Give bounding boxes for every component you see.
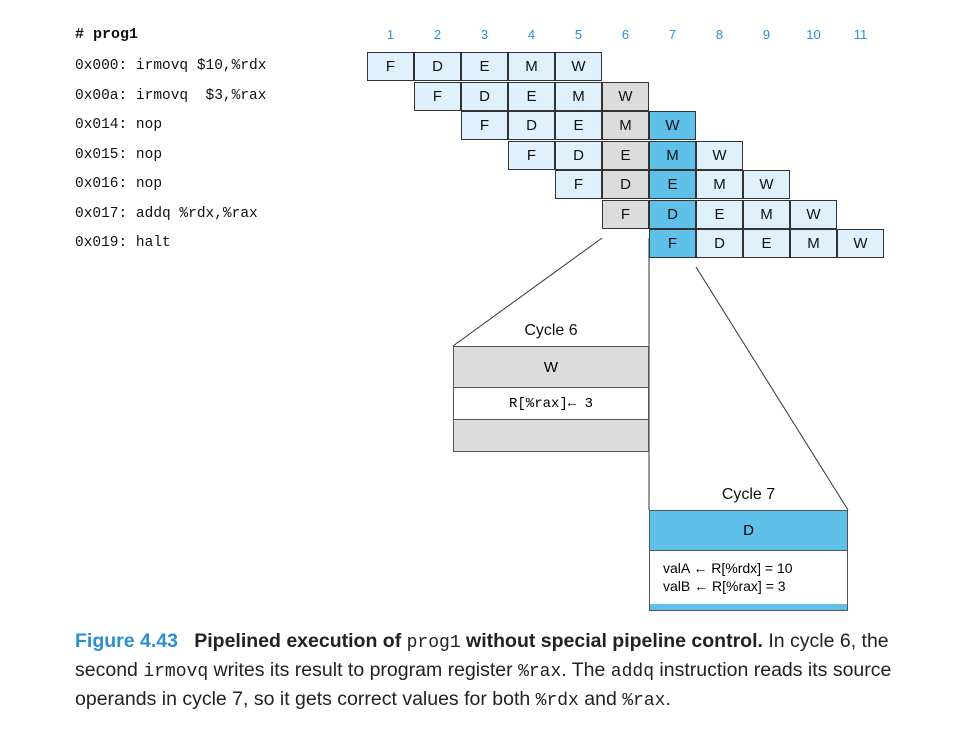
cycle6-title: Cycle 6 [524,322,578,339]
cycle-number: 4 [527,27,536,42]
cycle-number: 5 [574,27,583,42]
caption-code-e: %rax [622,691,666,711]
stage-cell-f: F [649,229,696,258]
stage-cell-w: W [555,52,602,81]
stage-cell-f: F [555,170,602,199]
stage-cell-e: E [649,170,696,199]
caption-text-e: and [578,688,623,710]
stage-cell-d: D [414,52,461,81]
program-line: 0x016: nop [75,176,163,192]
cycle6-stage-header: W [453,346,649,388]
program-line: 0x014: nop [75,117,163,133]
cycle7-stage-label: D [743,522,754,539]
caption-text-f: . [665,688,671,710]
cycle6-writeback-row: R[%rax]← 3 [453,387,649,420]
figure-caption: Figure 4.43 Pipelined execution of prog1… [75,628,905,715]
program-line: 0x019: halt [75,235,171,251]
cycle7-operand-box: valA ← R[%rdx] = 10 valB ← R[%rax] = 3 [649,550,848,605]
caption-label: Figure 4.43 [75,630,178,652]
caption-code-b: %rax [518,662,562,682]
cycle-number: 6 [621,27,630,42]
cycle-number: 7 [668,27,677,42]
cycle-number: 9 [762,27,771,42]
stage-cell-w: W [743,170,790,199]
stage-cell-d: D [649,199,696,229]
stage-cell-m: M [602,111,649,140]
cycle-number: 8 [715,27,724,42]
caption-title-code: prog1 [406,633,461,653]
cycle-number: 2 [433,27,442,42]
cycle7-vala-line: valA ← R[%rdx] = 10 [663,560,793,576]
cycle7-connector-right [695,266,849,511]
caption-code-d: %rdx [535,691,579,711]
caption-code-c: addq [610,662,655,682]
stage-cell-w: W [837,229,884,258]
stage-cell-m: M [743,199,790,229]
caption-text-c: . The [561,659,611,681]
stage-cell-f: F [461,111,508,140]
stage-cell-e: E [461,52,508,81]
stage-cell-d: D [555,140,602,170]
stage-cell-e: E [696,199,743,229]
program-title: # prog1 [75,26,139,43]
caption-text-d: instruction reads its source operands in… [75,659,892,710]
program-line: 0x017: addq %rdx,%rax [75,205,258,222]
cycle-number: 11 [853,27,868,42]
cycle6-empty-row [453,419,649,452]
stage-cell-e: E [602,140,649,170]
cycle-number: 10 [806,27,821,42]
stage-cell-d: D [508,111,555,140]
caption-text-b: writes its result to program register [208,659,519,681]
stage-cell-d: D [461,81,508,111]
program-line: 0x000: irmovq $10,%rdx [75,58,267,74]
cycle-number: 3 [480,27,489,42]
caption-text-a: In cycle 6, the second [75,630,889,681]
cycle-number: 1 [386,27,395,42]
cycle7-title: Cycle 7 [721,486,776,503]
stage-cell-f: F [414,81,461,111]
stage-cell-d: D [602,170,649,199]
caption-code-a: irmovq [143,662,209,682]
stage-cell-m: M [555,81,602,111]
stage-cell-f: F [602,199,649,229]
stage-cell-w: W [602,81,649,111]
program-line: 0x015: nop [75,146,163,163]
stage-cell-m: M [649,140,696,170]
cycle6-writeback-text: R[%rax]← 3 [508,395,593,412]
stage-cell-e: E [743,229,790,258]
caption-title-a: Pipelined execution of [194,630,407,652]
stage-cell-f: F [508,140,555,170]
stage-cell-m: M [696,170,743,199]
cycle7-stage-header: D [649,510,848,551]
stage-cell-w: W [790,199,837,229]
program-line: 0x00a: irmovq $3,%rax [75,87,267,104]
stage-cell-m: M [508,52,555,81]
stage-cell-d: D [696,229,743,258]
cycle7-bottom-band [649,604,848,611]
stage-cell-m: M [790,229,837,258]
stage-cell-w: W [696,140,743,170]
stage-cell-e: E [508,81,555,111]
cycle7-valb-line: valB ← R[%rax] = 3 [663,578,786,594]
stage-cell-e: E [555,111,602,140]
stage-cell-w: W [649,111,696,140]
cycle6-stage-label: W [543,358,559,376]
caption-title-b: without special pipeline control. [460,630,763,652]
stage-cell-f: F [367,52,414,81]
